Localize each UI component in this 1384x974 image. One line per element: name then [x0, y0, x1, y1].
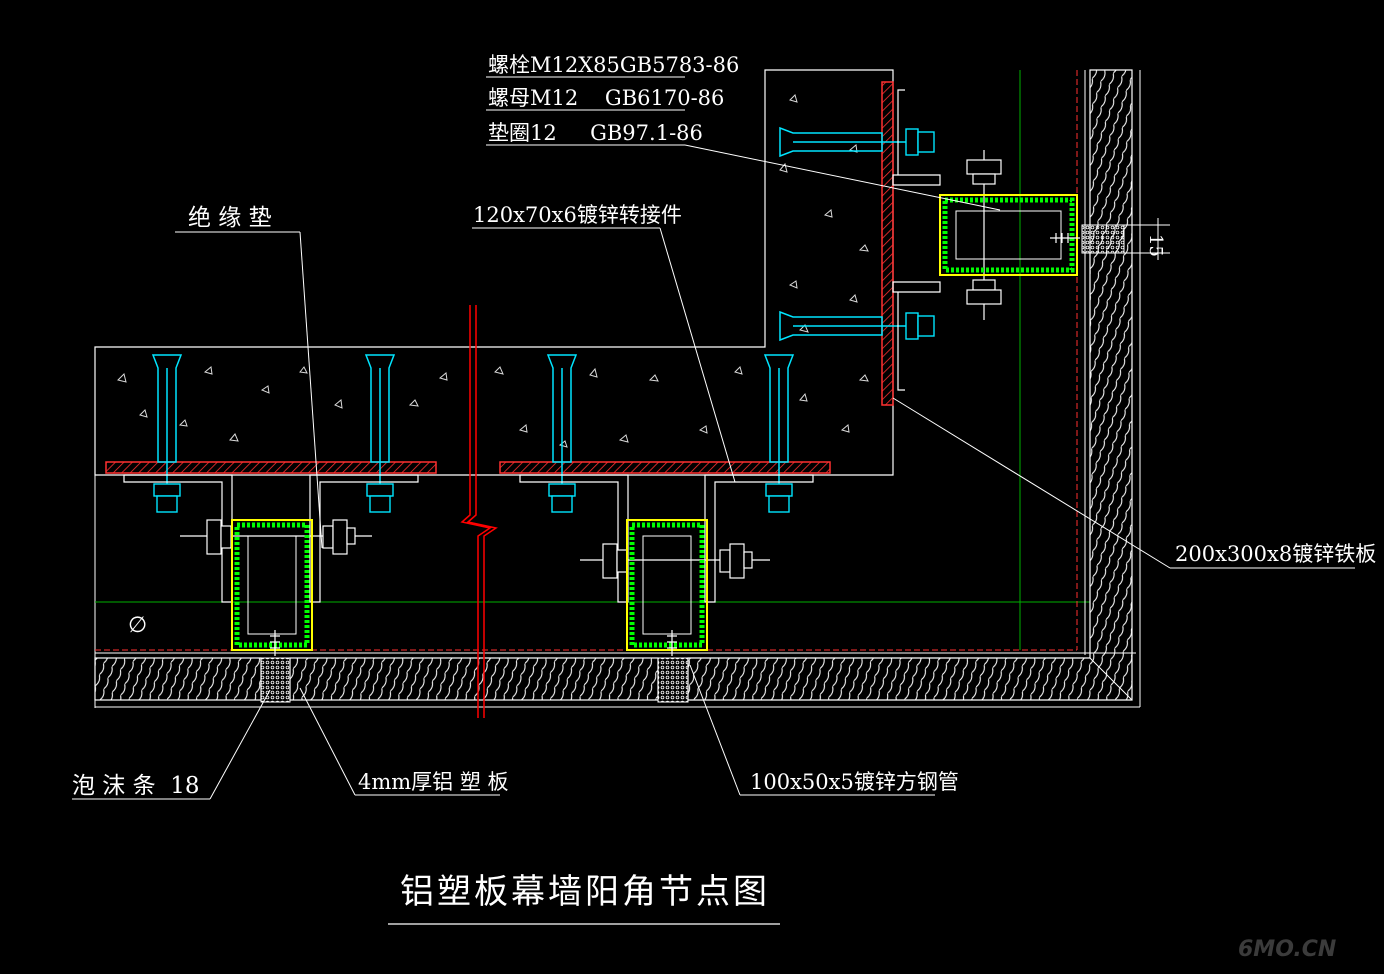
dimension [1124, 218, 1170, 260]
tube-bolts [180, 150, 1002, 579]
embedded-plates [105, 81, 894, 474]
concrete-aggregate [117, 94, 869, 448]
angle-connectors [123, 89, 941, 603]
aluminum-panels [94, 69, 1141, 708]
steel-tube-right [626, 519, 708, 651]
drawing-title: 铝塑板幕墙阳角节点图 [400, 872, 770, 912]
label-insulation-pad: 绝 缘 垫 [188, 205, 272, 231]
leader-lines [72, 76, 1355, 800]
reference-lines [94, 70, 1090, 708]
steel-tube-corner [939, 194, 1078, 276]
label-steel-plate: 200x300x8镀锌铁板 [1175, 542, 1376, 566]
steel-tube-left [231, 519, 313, 651]
panel-bottom-1 [94, 657, 262, 701]
anchor-nuts [153, 128, 935, 513]
foam-strips [260, 224, 1125, 703]
plate-right [499, 461, 831, 474]
label-square-tube: 100x50x5镀锌方钢管 [750, 770, 959, 794]
panel-bottom-2 [289, 657, 659, 701]
label-nut: 螺母M12 GB6170-86 [488, 86, 724, 110]
label-washer: 垫圈12 GB97.1-86 [488, 121, 703, 145]
label-aluminum-panel: 4mm厚铝 塑 板 [358, 770, 509, 794]
diameter-symbol: ∅ [128, 613, 147, 638]
screws [270, 233, 1080, 656]
dimension-value: 15 [1145, 234, 1166, 257]
label-connector: 120x70x6镀锌转接件 [473, 203, 682, 227]
plate-wall [881, 81, 894, 406]
break-line [460, 305, 498, 718]
watermark: 6MO.CN [1238, 937, 1336, 962]
label-foam-strip: 泡 沫 条 18 [72, 773, 200, 799]
anchors [151, 126, 930, 510]
label-bolt: 螺栓M12X85GB5783-86 [488, 53, 739, 77]
panel-corner [687, 69, 1133, 701]
plate-left [105, 461, 437, 474]
